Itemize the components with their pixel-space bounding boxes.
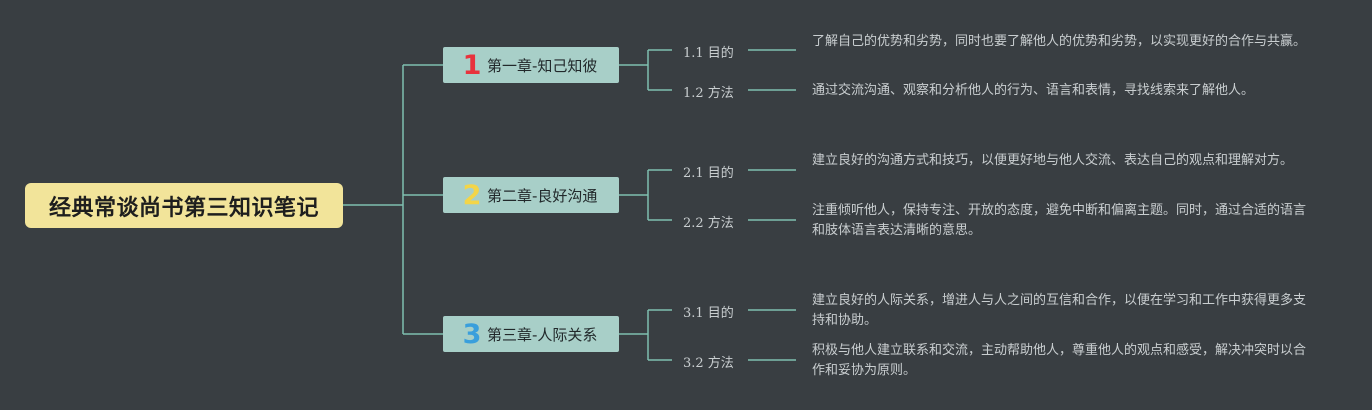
description-3-2: 积极与他人建立联系和交流，主动帮助他人，尊重他人的观点和感受，解决冲突时以合作和…: [812, 343, 1307, 378]
description-3-1: 建立良好的人际关系，增进人与人之间的互信和合作，以便在学习和工作中获得更多支持和…: [812, 293, 1307, 328]
chapter-label-1: 第一章-知己知彼: [487, 56, 598, 75]
chapter-node-1[interactable]: 1 第一章-知己知彼: [443, 47, 619, 83]
chapter-number-3: 3: [462, 318, 482, 350]
subnode-2-1[interactable]: 2.1 目的: [683, 166, 734, 181]
root-node[interactable]: 经典常谈尚书第三知识笔记: [25, 183, 343, 228]
root-title: 经典常谈尚书第三知识笔记: [48, 195, 319, 221]
description-2-2: 注重倾听他人，保持专注、开放的态度，避免中断和偏离主题。同时，通过合适的语言和肢…: [812, 203, 1307, 238]
subnode-1-1[interactable]: 1.1 目的: [683, 46, 734, 61]
description-1-1: 了解自己的优势和劣势，同时也要了解他人的优势和劣势，以实现更好的合作与共赢。: [812, 34, 1307, 49]
chapter-label-3: 第三章-人际关系: [487, 325, 598, 344]
subnode-3-2[interactable]: 3.2 方法: [683, 356, 734, 371]
chapter-label-2: 第二章-良好沟通: [487, 186, 598, 205]
description-2-1: 建立良好的沟通方式和技巧，以便更好地与他人交流、表达自己的观点和理解对方。: [812, 153, 1294, 168]
subnode-3-1[interactable]: 3.1 目的: [683, 306, 734, 321]
chapter-node-2[interactable]: 2 第二章-良好沟通: [443, 177, 619, 213]
chapter-number-2: 2: [462, 179, 482, 211]
subnode-2-2[interactable]: 2.2 方法: [683, 216, 734, 231]
chapter-number-1: 1: [462, 49, 482, 81]
description-1-2: 通过交流沟通、观察和分析他人的行为、语言和表情，寻找线索来了解他人。: [812, 83, 1255, 98]
chapter-node-3[interactable]: 3 第三章-人际关系: [443, 316, 619, 352]
subnode-1-2[interactable]: 1.2 方法: [683, 86, 734, 101]
